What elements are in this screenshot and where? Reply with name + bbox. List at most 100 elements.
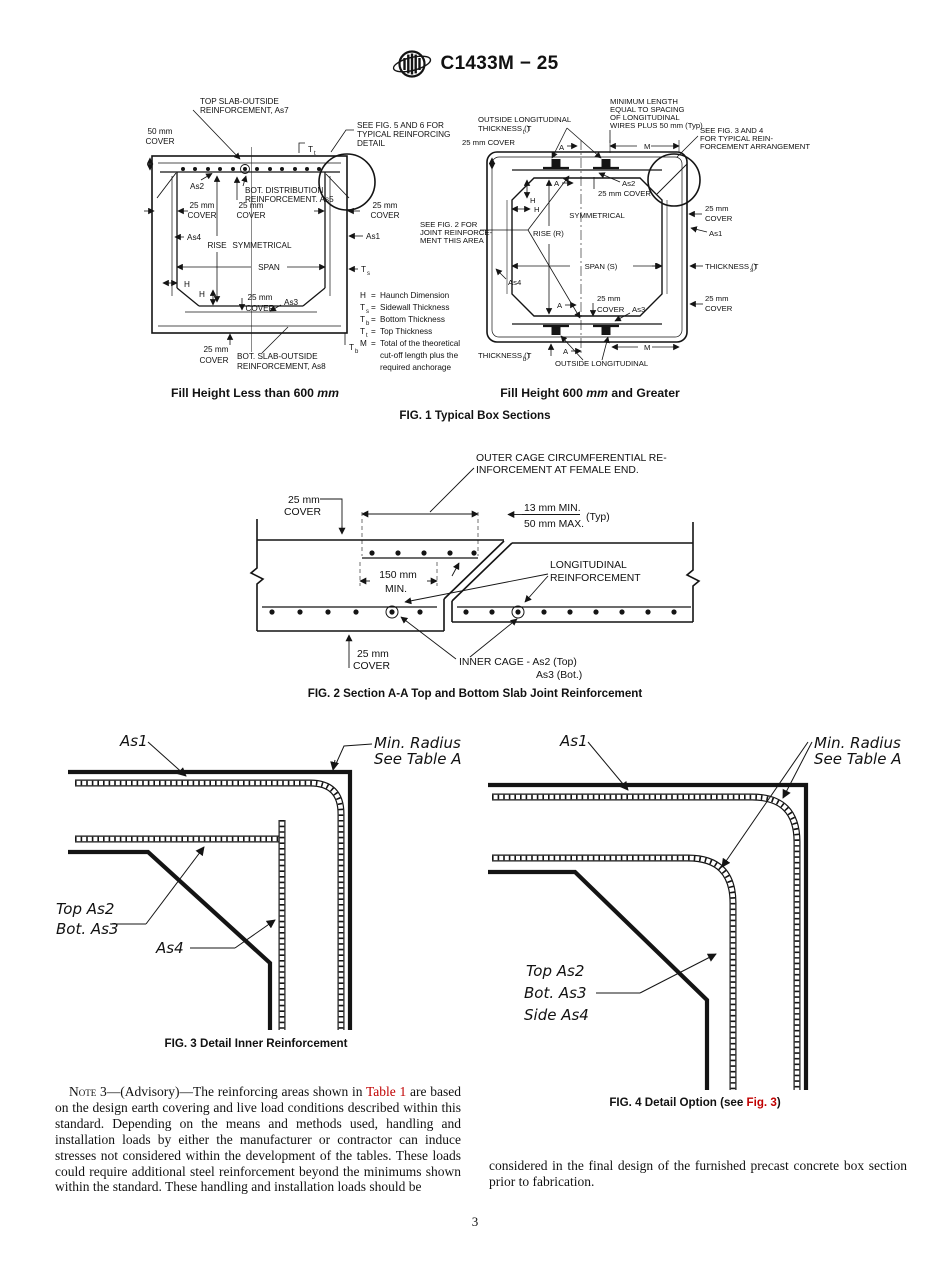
label-cover-mid-2: COVER [236,211,265,220]
legend-ts-sub: s [366,309,369,315]
label-thickness-tb-pre: THICKNESS (T [478,351,532,360]
legend-tt-eq: = [371,327,376,336]
label-cover-bot-2: COVER [245,304,274,313]
label-cover-wall-2: COVER [187,211,216,220]
label-see34-2: FOR TYPICAL REIN- [700,134,773,143]
legend-ts-eq: = [371,303,376,312]
label-r-cover-2b: COVER [705,304,733,313]
label-r-cover-bot-2: COVER [597,305,625,314]
label-span: SPAN [258,263,280,272]
legend-tt-sub: t [366,333,368,339]
label-see2-1: SEE FIG. 2 FOR [420,220,478,229]
label-span-s: SPAN (S) [585,262,618,271]
fig4-caption-pre: FIG. 4 Detail Option (see [609,1096,747,1109]
label-symmetrical: SYMMETRICAL [232,241,292,250]
fig4-detail-option: As1 Min. Radius See Table A Top As2 Bot.… [488,732,901,1090]
label-thickness-ts-post: ) [754,262,757,271]
fig2-dimensions [320,467,580,668]
page-header: C1433M − 25 [0,46,950,82]
fig2-caption: FIG. 2 Section A-A Top and Bottom Slab J… [307,687,643,700]
fig4-label-min-radius-1: Min. Radius [814,734,901,752]
fig4-caption-post: ) [776,1096,781,1109]
label-tb-main: T [349,343,354,352]
fig3-labels: As1 Min. Radius See Table A Top As2 Bot.… [56,732,461,957]
label-f2-cover-bot-1: 25 mm [357,649,389,660]
label-outer-cage-2: INFORCEMENT AT FEMALE END. [476,465,639,476]
note-text-1: 3—(Advisory)—The reinforcing areas shown… [96,1084,366,1099]
label-longitudinal-2: REINFORCEMENT [550,573,641,584]
legend-m-def-1: Total of the theoretical [380,339,460,348]
label-bot-dist-2: REINFORCEMENT. As5 [245,195,334,204]
fig3-label-top-as2: Top As2 [56,900,114,918]
label-50mm-2: COVER [145,137,174,146]
legend-m-eq: = [371,339,376,348]
label-top-slab-outside-1: TOP SLAB-OUTSIDE [200,97,279,106]
label-tt-main: T [308,145,313,154]
label-thickness-ts-pre: THICKNESS (T [705,262,759,271]
label-r-cover-2a: 25 mm [705,294,729,303]
note-text-2: are based on the design earth covering a… [55,1084,461,1195]
label-cover-right-1: 25 mm [372,201,397,210]
label-see-fig56-2: TYPICAL REINFORCING [357,130,450,139]
label-a-1: A [559,143,565,152]
fig1-typical-box-sections: TOP SLAB-OUTSIDE REINFORCEMENT, As7 50 m… [144,97,810,372]
label-as2: As2 [190,182,205,191]
fig1-left-labels: TOP SLAB-OUTSIDE REINFORCEMENT, As7 50 m… [145,97,450,371]
label-inner-cage-2: As3 (Bot.) [536,670,582,681]
label-h1: H [184,280,190,289]
fig4-drawing [488,782,809,1090]
label-cover-bot-1: 25 mm [247,293,272,302]
label-r-cover-bot-1: 25 mm [597,294,621,303]
label-ts-sub: s [367,271,370,277]
label-tt-sub: t [314,151,316,157]
label-cover-top: 25 mm COVER [462,138,515,147]
label-f2-cover-top-2: COVER [284,507,321,518]
note-table1-link[interactable]: Table 1 [365,1084,407,1099]
label-a-3: A [557,301,563,310]
fig4-label-min-radius-2: See Table A [814,750,901,768]
page-number: 3 [471,1214,479,1229]
fig1-right-labels: MINIMUM LENGTH EQUAL TO SPACING OF LONGI… [420,97,810,368]
fig1-subcaption-right-mm: mm [586,386,608,400]
label-thickness-tb-post: ) [527,351,530,360]
label-ts-main: T [361,265,366,274]
fig1-subcaption-left: Fill Height Less than 600 mm [130,386,380,400]
label-minlen-1: MINIMUM LENGTH [610,97,678,106]
fig1-legend: H = Haunch Dimension T s = Sidewall Thic… [360,291,460,372]
astm-logo-icon [392,50,431,78]
fig3-label-min-radius-1: Min. Radius [374,734,461,752]
fig4-label-side-as4: Side As4 [524,1006,589,1024]
fig4-caption-fig3-link[interactable]: Fig. 3 [746,1096,777,1109]
label-thickness-ts-sub: s [750,268,753,274]
label-minlen-4: WIRES PLUS 50 mm (Typ) [610,121,703,130]
fig2-joint-section: OUTER CAGE CIRCUMFERENTIAL RE- INFORCEME… [249,453,701,681]
label-cover-wall-1: 25 mm [189,201,214,210]
legend-ts-def: Sidewall Thickness [380,303,449,312]
label-cover-out-1: 25 mm [203,345,228,354]
label-r-as4: As4 [508,278,522,287]
label-see2-3: MENT THIS AREA [420,236,485,245]
label-150mm: 150 mm [379,570,417,581]
label-longitudinal-1: LONGITUDINAL [550,560,627,571]
fig4-caption: FIG. 4 Detail Option (see Fig. 3) [480,1096,910,1109]
legend-tb-eq: = [371,315,376,324]
fig3-label-min-radius-2: See Table A [374,750,461,768]
fig3-drawing [68,769,353,1030]
legend-tb-sub: b [366,321,370,327]
label-see-fig56-1: SEE FIG. 5 AND 6 FOR [357,121,444,130]
fig3-detail-inner-reinforcement: As1 Min. Radius See Table A Top As2 Bot.… [56,732,461,1030]
label-m-top: M [644,142,650,151]
label-a-4: A [563,347,569,356]
label-as1: As1 [366,232,381,241]
fig4-leaders [587,741,813,994]
fig4-label-bot-as3: Bot. As3 [524,984,587,1002]
label-as3: As3 [284,298,299,307]
label-minlen-2: EQUAL TO SPACING [610,105,684,114]
label-r-as2: As2 [622,179,635,188]
fig2-labels: OUTER CAGE CIRCUMFERENTIAL RE- INFORCEME… [284,453,667,681]
legend-tb-def: Bottom Thickness [380,315,445,324]
fig2-slab-outline [249,512,701,632]
label-outlong-t-post: ) [527,124,530,133]
label-see34-1: SEE FIG. 3 AND 4 [700,126,764,135]
